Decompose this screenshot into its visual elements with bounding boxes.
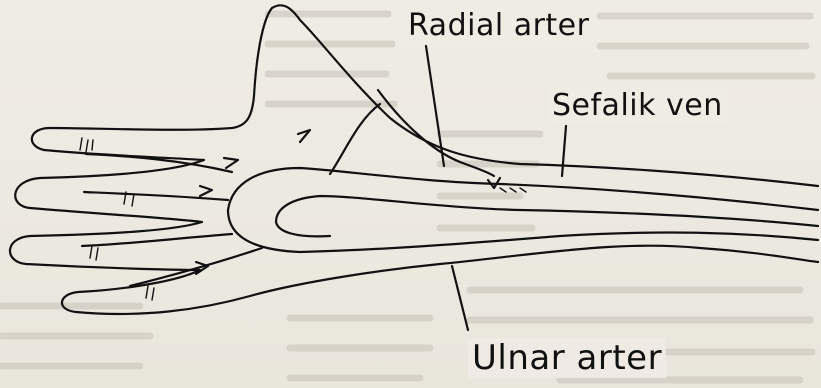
radial-artery-label: Radial arter [404, 8, 593, 43]
digital-artery-3 [82, 234, 232, 246]
ulnar-artery-leader [452, 266, 468, 330]
thumb-contour [378, 90, 494, 176]
ulnar-artery-label: Ulnar arter [468, 338, 666, 378]
cephalic-vein-label: Sefalik ven [548, 88, 727, 123]
radial-artery-branch [330, 104, 380, 174]
cephalic-vein-leader [562, 126, 566, 176]
hand-outline [10, 5, 818, 314]
digital-artery-4 [130, 248, 262, 286]
